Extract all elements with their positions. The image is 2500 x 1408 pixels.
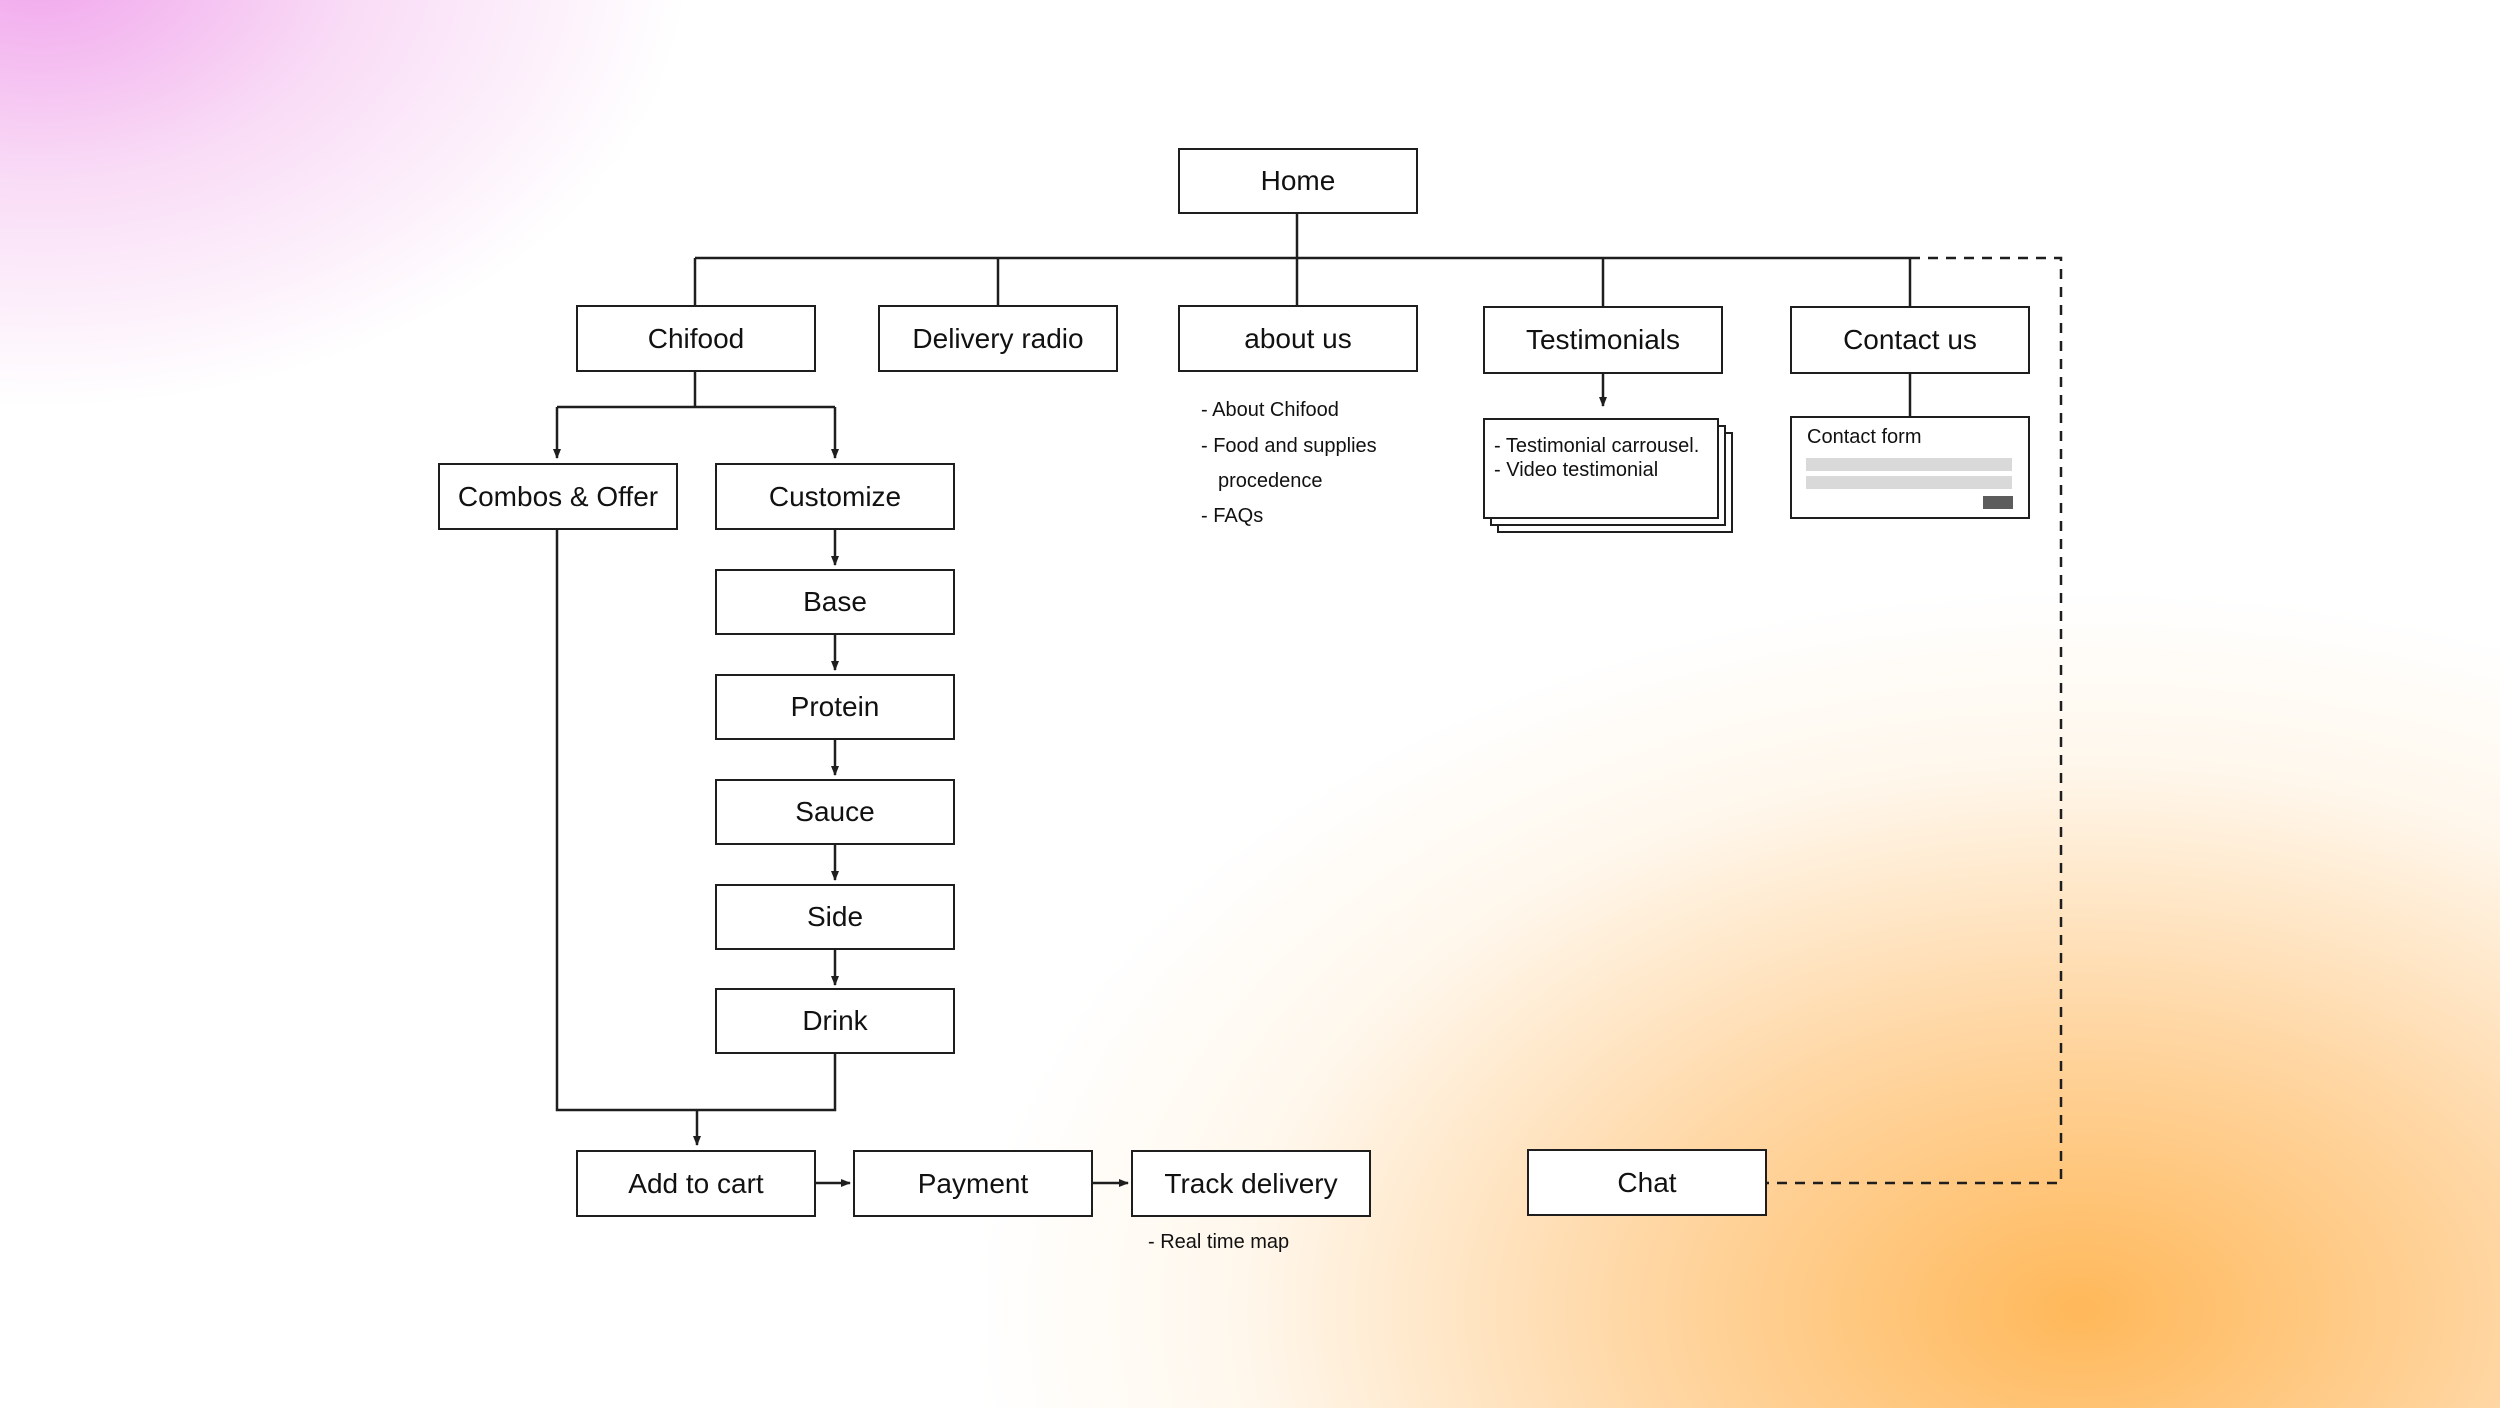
testimonial-card-line-video: - Video testimonial — [1494, 459, 1659, 481]
testimonial-card-line-carrousel: - Testimonial carrousel. — [1494, 435, 1700, 457]
customize-node: Customize — [715, 463, 955, 530]
about-note-procedence: procedence — [1218, 470, 1323, 492]
chifood-node: Chifood — [576, 305, 816, 372]
home-node: Home — [1178, 148, 1418, 214]
combos-offer-node: Combos & Offer — [438, 463, 678, 530]
sauce-node: Sauce — [715, 779, 955, 845]
about-note-faqs: - FAQs — [1201, 505, 1264, 527]
base-node: Base — [715, 569, 955, 635]
contact-form-label: Contact form — [1807, 426, 1922, 448]
testimonials-node: Testimonials — [1483, 306, 1723, 374]
contact-form-field-2 — [1806, 476, 2012, 489]
contact-us-node: Contact us — [1790, 306, 2030, 374]
about-note-food-supplies: - Food and supplies — [1201, 435, 1377, 457]
contact-form-submit — [1983, 496, 2013, 509]
side-node: Side — [715, 884, 955, 950]
payment-node: Payment — [853, 1150, 1093, 1217]
testimonial-card-front — [1483, 418, 1719, 519]
protein-node: Protein — [715, 674, 955, 740]
about-us-node: about us — [1178, 305, 1418, 372]
chat-node: Chat — [1527, 1149, 1767, 1216]
about-note-about-chifood: - About Chifood — [1201, 399, 1339, 421]
track-note-real-time-map: - Real time map — [1148, 1231, 1290, 1253]
drink-node: Drink — [715, 988, 955, 1054]
contact-form-field-1 — [1806, 458, 2012, 471]
add-to-cart-node: Add to cart — [576, 1150, 816, 1217]
delivery-radio-node: Delivery radio — [878, 305, 1118, 372]
track-delivery-node: Track delivery — [1131, 1150, 1371, 1217]
